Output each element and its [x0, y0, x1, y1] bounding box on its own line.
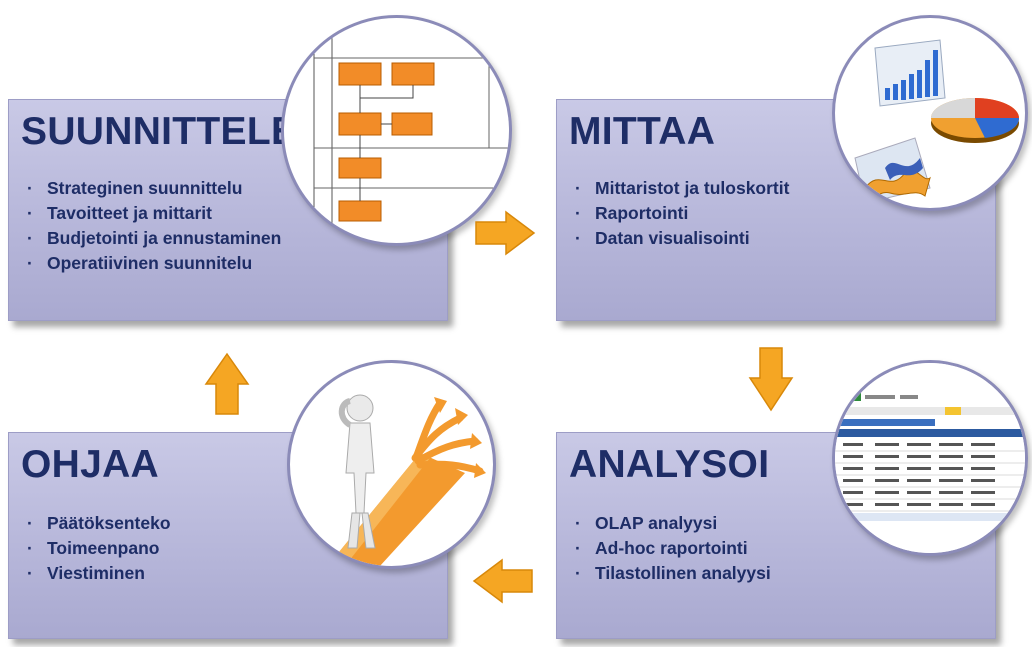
list-item: Tavoitteet ja mittarit: [27, 201, 281, 226]
list-item: Raportointi: [575, 201, 789, 226]
panel-title: ANALYSOI: [569, 443, 770, 486]
bullet-list: Strateginen suunnittelu Tavoitteet ja mi…: [27, 176, 281, 276]
bullet-list: Mittaristot ja tuloskortit Raportointi D…: [575, 176, 789, 251]
list-item: OLAP analyysi: [575, 511, 771, 536]
list-item: Budjetointi ja ennustaminen: [27, 226, 281, 251]
list-item: Päätöksenteko: [27, 511, 171, 536]
list-item: Operatiivinen suunnitelu: [27, 251, 281, 276]
charts-thumbnail: [832, 15, 1028, 211]
list-item: Strateginen suunnittelu: [27, 176, 281, 201]
list-item: Datan visualisointi: [575, 226, 789, 251]
arrow-down-icon: [748, 346, 794, 412]
panel-title: OHJAA: [21, 443, 160, 486]
list-item: Mittaristot ja tuloskortit: [575, 176, 789, 201]
panel-title: MITTAA: [569, 110, 716, 153]
flowchart-thumbnail: [281, 15, 512, 246]
bullet-list: Päätöksenteko Toimeenpano Viestiminen: [27, 511, 171, 586]
arrow-up-icon: [204, 352, 250, 416]
bullet-list: OLAP analyysi Ad-hoc raportointi Tilasto…: [575, 511, 771, 586]
spreadsheet-thumbnail: [832, 360, 1028, 556]
list-item: Viestiminen: [27, 561, 171, 586]
panel-title: SUUNNITTELE: [21, 110, 298, 153]
arrow-left-icon: [472, 558, 534, 604]
list-item: Ad-hoc raportointi: [575, 536, 771, 561]
decision-person-thumbnail: [287, 360, 496, 569]
list-item: Toimeenpano: [27, 536, 171, 561]
arrow-right-icon: [474, 210, 536, 256]
list-item: Tilastollinen analyysi: [575, 561, 771, 586]
